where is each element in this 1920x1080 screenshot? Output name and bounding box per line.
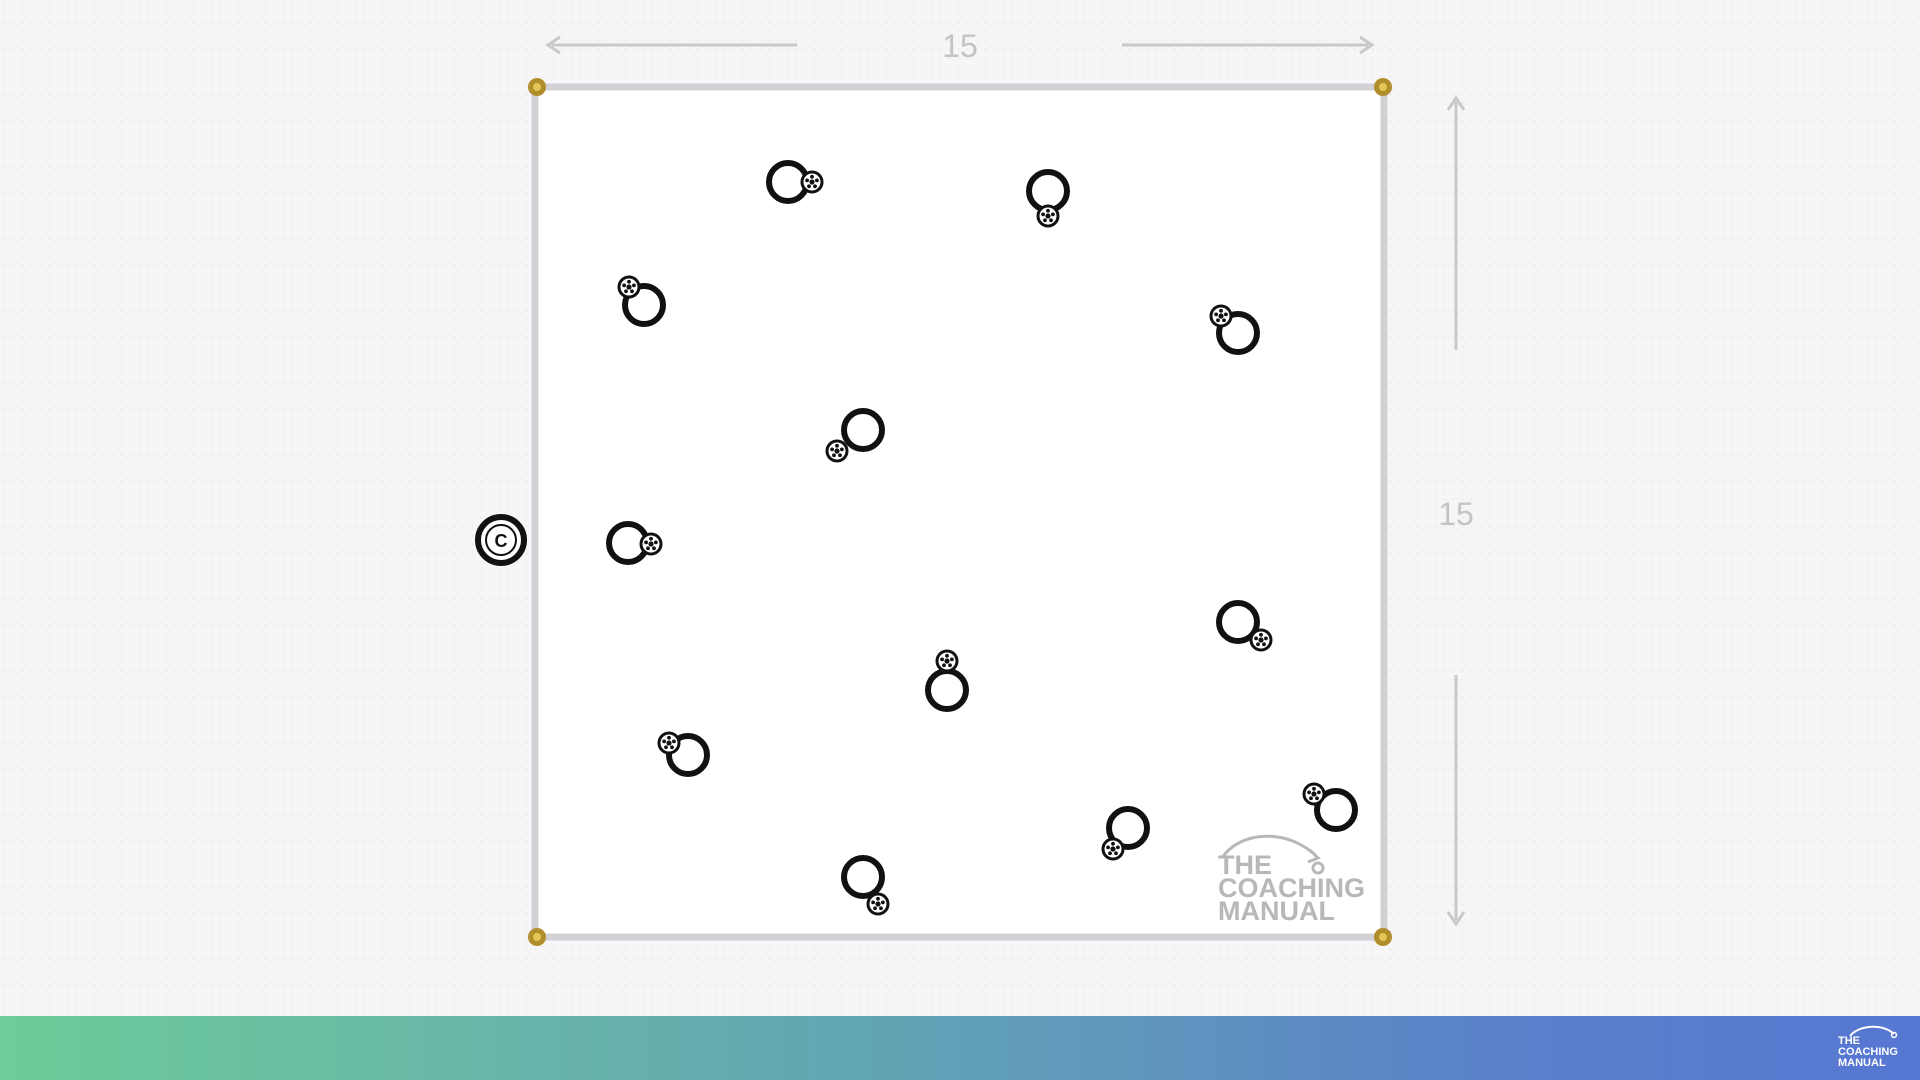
player-with-ball: [1216, 600, 1273, 652]
footer-logo-line-3: MANUAL: [1838, 1057, 1886, 1069]
player-with-ball: [841, 855, 890, 916]
watermark-arc-icon: [1220, 834, 1320, 860]
players: [606, 160, 1358, 916]
right-dimension-arrowhead-bottom: [1446, 911, 1466, 927]
player-with-ball: [1101, 806, 1150, 861]
right-dimension-label: 15: [1438, 496, 1474, 532]
player-with-ball: [606, 521, 663, 565]
cone-bottom-left: [528, 928, 546, 946]
player-with-ball: [825, 408, 885, 463]
footer-logo-line-2: COACHING: [1838, 1046, 1898, 1058]
player-with-ball: [657, 731, 710, 777]
top-dimension-arrowhead-left: [545, 35, 561, 55]
watermark-line-1: THE: [1218, 850, 1272, 880]
top-dimension: 15: [545, 28, 1375, 64]
footer-logo-arc-icon: [1849, 1025, 1898, 1038]
footer-logo-line-1: THE: [1838, 1035, 1860, 1047]
watermark-logo: THE COACHING MANUAL: [1218, 834, 1365, 926]
player-with-ball: [925, 649, 969, 712]
footer-bar: THE COACHING MANUAL: [0, 1016, 1920, 1080]
player-with-ball: [617, 275, 666, 327]
right-dimension-arrowhead-top: [1446, 95, 1466, 111]
pitch-area: [536, 87, 1384, 937]
top-dimension-label: 15: [942, 28, 978, 64]
coach-marker: C: [475, 514, 527, 566]
watermark-line-3: MANUAL: [1218, 896, 1335, 926]
player-with-ball: [1026, 169, 1070, 228]
coach-label: C: [495, 531, 508, 551]
pitch-boundary: [531, 83, 1388, 941]
player-with-ball: [766, 160, 824, 204]
player-with-ball: [1302, 782, 1358, 832]
player-with-ball: [1209, 304, 1260, 355]
cone-bottom-right: [1374, 928, 1392, 946]
top-dimension-arrowhead-right: [1359, 35, 1375, 55]
right-dimension: 15: [1438, 95, 1474, 927]
corner-cones: [528, 78, 1392, 946]
watermark-line-2: COACHING: [1218, 873, 1365, 903]
cone-top-left: [528, 78, 546, 96]
footer-logo: THE COACHING MANUAL: [1838, 1025, 1910, 1072]
cone-top-right: [1374, 78, 1392, 96]
